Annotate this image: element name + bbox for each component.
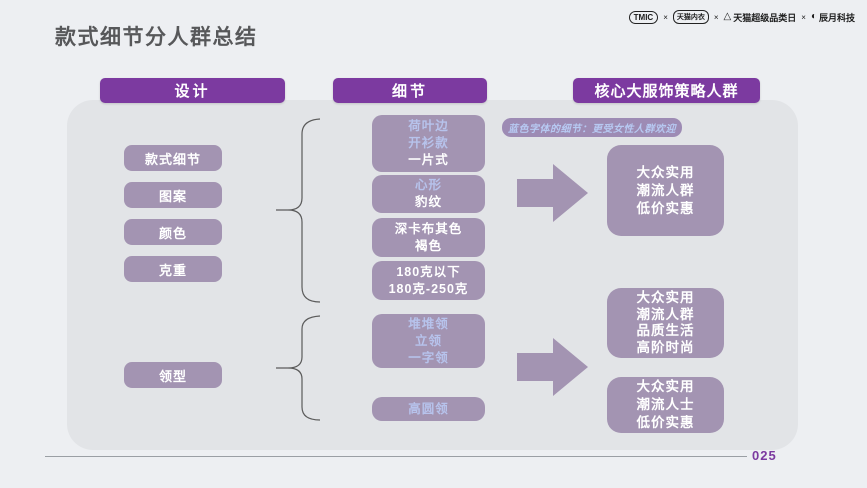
design-item-collar: 领型 xyxy=(124,362,222,388)
detail-line: 豹纹 xyxy=(414,195,442,209)
detail-line: 心形 xyxy=(414,178,442,192)
design-item-color: 颜色 xyxy=(124,219,222,245)
tmall-category-day-logo: △ 天猫超级品类日 xyxy=(724,11,797,24)
detail-box-pattern: 心形 豹纹 xyxy=(372,175,485,213)
detail-box-weight: 180克以下 180克-250克 xyxy=(372,261,485,300)
column-header-detail: 细节 xyxy=(333,78,487,103)
audience-line: 大众实用 xyxy=(636,290,695,305)
audience-box-3: 大众实用 潮流人士 低价实惠 xyxy=(607,377,724,433)
column-header-design: 设计 xyxy=(100,78,285,103)
audience-line: 大众实用 xyxy=(636,164,695,180)
detail-box-high-collar: 高圆领 xyxy=(372,397,485,421)
tmall-category-day-label: 天猫超级品类日 xyxy=(733,12,797,23)
detail-line: 180克-250克 xyxy=(388,281,469,296)
blue-font-annotation: 蓝色字体的细节：更受女性人群欢迎 xyxy=(502,118,682,137)
design-item-weight: 克重 xyxy=(124,256,222,282)
audience-line: 潮流人士 xyxy=(636,397,695,412)
audience-line: 潮流人群 xyxy=(636,182,695,198)
footer-divider xyxy=(45,456,747,457)
detail-line: 深卡布其色 xyxy=(394,221,463,236)
audience-box-2: 大众实用 潮流人群 品质生活 高阶时尚 xyxy=(607,288,724,358)
triangle-icon: △ xyxy=(723,11,732,22)
audience-line: 潮流人群 xyxy=(636,306,695,322)
logo-separator: × xyxy=(663,12,668,22)
page-title: 款式细节分人群总结 xyxy=(55,26,258,49)
logo-separator: × xyxy=(713,12,719,22)
audience-box-1: 大众实用 潮流人群 低价实惠 xyxy=(607,145,724,236)
tmic-logo: TMIC xyxy=(628,10,659,24)
column-header-audience: 核心大服饰策略人群 xyxy=(573,78,760,103)
detail-box-collar: 堆堆领 立领 一字领 xyxy=(372,314,485,368)
detail-line: 堆堆领 xyxy=(408,316,449,331)
audience-line: 低价实惠 xyxy=(636,200,695,216)
detail-line: 开衫款 xyxy=(408,136,449,150)
chenyue-logo: ◐ 辰月科技 xyxy=(811,11,855,24)
detail-line: 一片式 xyxy=(408,153,449,167)
chenyue-circle-icon: ◐ xyxy=(810,11,817,22)
detail-line: 立领 xyxy=(414,333,442,348)
detail-line: 一字领 xyxy=(408,350,449,365)
detail-line: 180克以下 xyxy=(396,264,461,279)
design-item-style-detail: 款式细节 xyxy=(124,145,222,171)
logo-separator: × xyxy=(801,12,806,22)
detail-line: 荷叶边 xyxy=(408,119,449,133)
detail-line: 高圆领 xyxy=(408,401,449,416)
detail-line: 褐色 xyxy=(414,238,442,253)
tmall-neiyi-logo: 天猫内衣 xyxy=(672,10,709,24)
page-number: 025 xyxy=(752,448,777,463)
audience-line: 大众实用 xyxy=(636,379,695,394)
detail-box-style: 荷叶边 开衫款 一片式 xyxy=(372,115,485,172)
chenyue-label: 辰月科技 xyxy=(818,12,855,23)
audience-line: 品质生活 xyxy=(636,323,695,338)
design-item-pattern: 图案 xyxy=(124,182,222,208)
detail-box-color: 深卡布其色 褐色 xyxy=(372,218,485,257)
audience-line: 高阶时尚 xyxy=(636,339,695,355)
logo-bar: TMIC × 天猫内衣 × △ 天猫超级品类日 × ◐ 辰月科技 xyxy=(628,10,855,24)
audience-line: 低价实惠 xyxy=(636,415,695,430)
